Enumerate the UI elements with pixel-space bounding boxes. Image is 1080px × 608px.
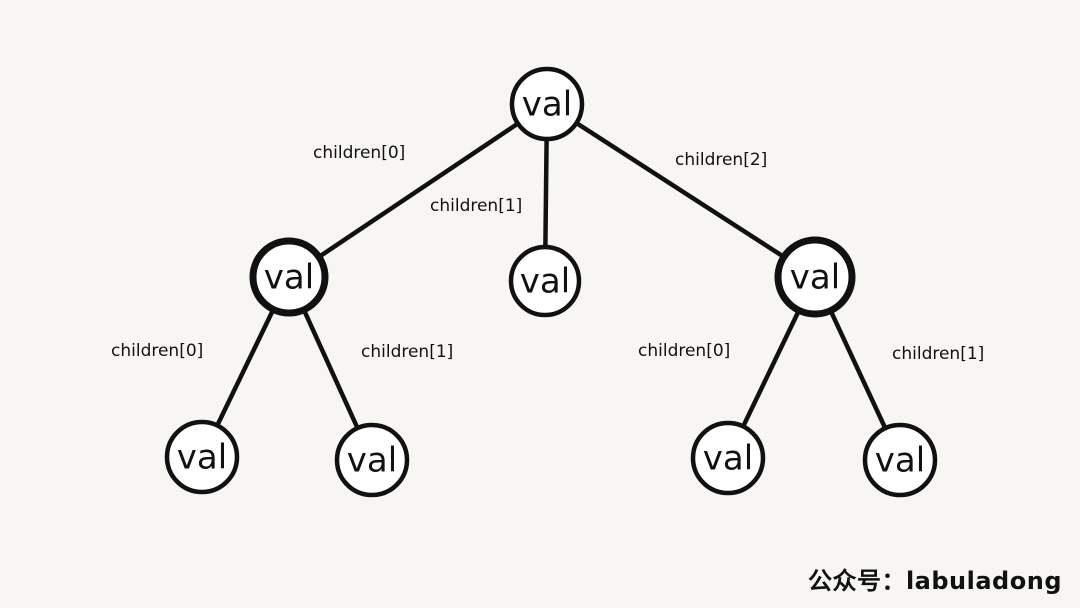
edge-label-root-to-c1: children[1] [430,196,522,216]
node-circle-c2-1 [862,422,938,498]
edge-c2-to-c2-0 [740,308,802,429]
node-label-c0-1: val [347,441,397,481]
node-circle-c0-1 [334,422,410,498]
edge-label-c0-to-c0-1: children[1] [361,342,453,362]
tree-node-root: val [509,66,585,142]
node-circle-root [509,66,585,142]
edge-root-to-c2 [574,120,787,260]
edge-label-c2-to-c2-1: children[1] [892,344,984,364]
edge-label-c0-to-c0-0: children[0] [111,341,203,361]
node-circle-c2-0 [690,420,766,496]
watermark-text: 公众号：labuladong [807,567,1062,595]
edge-root-to-c1 [543,136,549,250]
edge-c0-to-c0-0 [214,307,276,428]
tree-node-c0-0: val [164,419,240,495]
edge-label-c2-to-c2-0: children[0] [638,341,730,361]
node-circle-c2 [774,236,856,318]
edge-label-root-to-c2: children[2] [675,150,767,170]
edges-layer [214,120,888,431]
node-circle-c1 [508,244,582,318]
node-label-c2-1: val [875,441,925,481]
edge-label-root-to-c0: children[0] [313,143,405,163]
edge-c2-to-c2-1 [828,308,888,431]
tree-node-c2-0: val [690,420,766,496]
node-label-root: val [522,85,572,125]
edge-c0-to-c0-1 [301,307,360,431]
node-label-c1: val [520,262,570,302]
node-label-c2-0: val [703,439,753,479]
node-label-c0: val [264,258,314,298]
tree-node-c0: val [249,237,329,317]
node-circle-c0-0 [164,419,240,495]
nodes-layer: val val val val val val val val [164,66,938,498]
edge-labels-layer: children[0] children[1] children[2] childre… [111,143,984,364]
node-label-c2: val [790,258,840,298]
node-label-c0-0: val [177,438,227,478]
edge-root-to-c0 [316,121,521,260]
tree-node-c0-1: val [334,422,410,498]
node-circle-c0 [249,237,329,317]
tree-node-c2: val [774,236,856,318]
tree-node-c1: val [508,244,582,318]
tree-node-c2-1: val [862,422,938,498]
